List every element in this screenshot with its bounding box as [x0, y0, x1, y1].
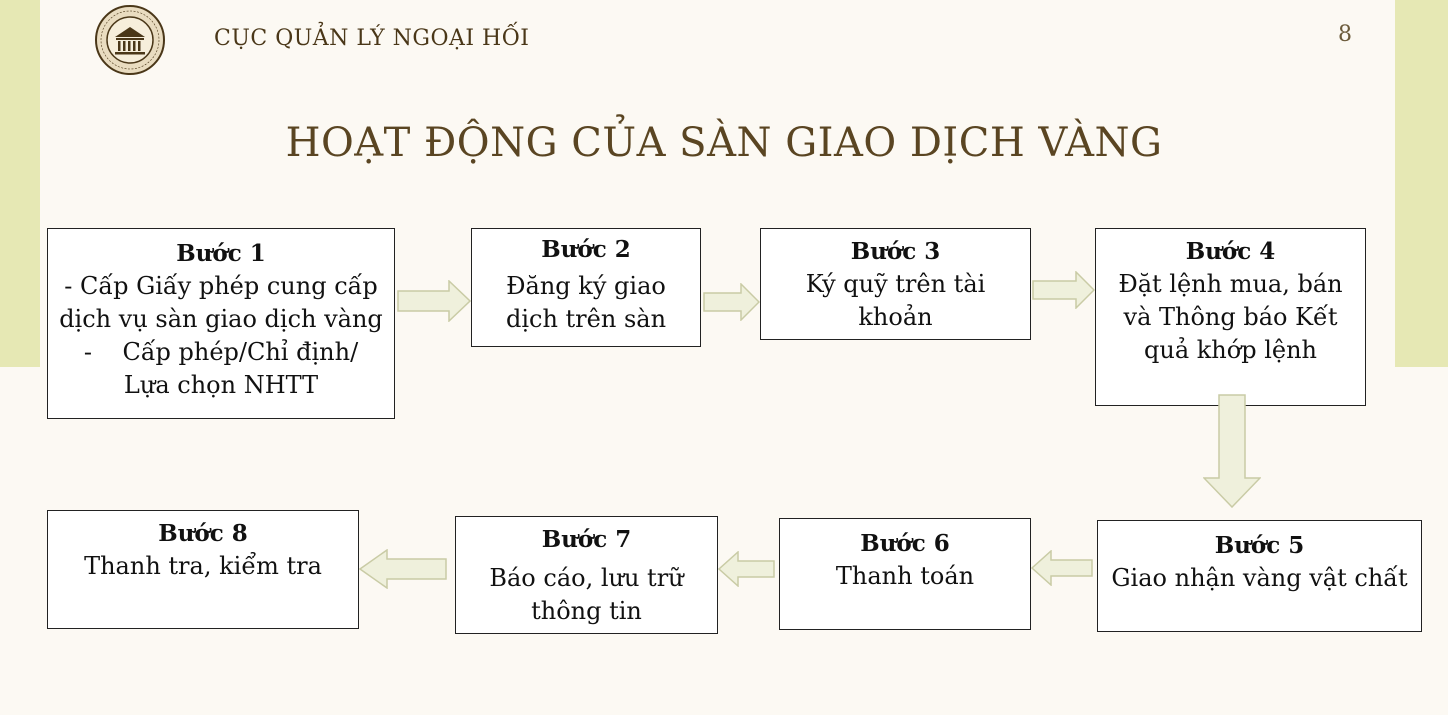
state-bank-logo [95, 5, 165, 75]
step-2-box: Bước 2 Đăng ký giao dịch trên sàn [471, 228, 701, 347]
right-accent-band [1395, 0, 1448, 367]
arrow-left-6-7 [718, 551, 775, 587]
step-8-line-1: Thanh tra, kiểm tra [84, 552, 322, 580]
arrow-right-2-3 [703, 283, 760, 321]
step-6-box: Bước 6 Thanh toán [779, 518, 1031, 630]
step-1-line-1: - Cấp Giấy phép cung cấp [64, 272, 378, 300]
step-1-heading: Bước 1 [176, 240, 266, 267]
step-3-box: Bước 3 Ký quỹ trên tài khoản [760, 228, 1031, 340]
step-4-box: Bước 4 Đặt lệnh mua, bán và Thông báo Kế… [1095, 228, 1366, 406]
step-4-line-2: và Thông báo Kết [1123, 303, 1338, 331]
step-1-line-2: dịch vụ sàn giao dịch vàng [59, 305, 383, 333]
arrow-down-4-5 [1203, 394, 1261, 508]
step-7-heading: Bước 7 [541, 526, 632, 553]
step-7-line-2: thông tin [531, 597, 642, 625]
step-7-box: Bước 7 Báo cáo, lưu trữ thông tin [455, 516, 718, 634]
step-3-line-1: Ký quỹ trên tài [805, 270, 986, 298]
step-8-box: Bước 8 Thanh tra, kiểm tra [47, 510, 359, 629]
step-1-line-3: - Cấp phép/Chỉ định/ [83, 338, 359, 366]
slide-title: HOẠT ĐỘNG CỦA SÀN GIAO DỊCH VÀNG [285, 120, 1163, 166]
step-7-line-1: Báo cáo, lưu trữ [489, 564, 684, 592]
step-6-line-1: Thanh toán [835, 562, 975, 590]
step-6-heading: Bước 6 [860, 530, 950, 557]
step-1-box: Bước 1 - Cấp Giấy phép cung cấp dịch vụ … [47, 228, 395, 419]
step-5-line-1: Giao nhận vàng vật chất [1111, 564, 1408, 592]
step-4-line-1: Đặt lệnh mua, bán [1118, 270, 1343, 298]
left-accent-band [0, 0, 40, 367]
step-1-line-4: Lựa chọn NHTT [123, 371, 319, 399]
step-2-heading: Bước 2 [541, 236, 631, 263]
step-5-box: Bước 5 Giao nhận vàng vật chất [1097, 520, 1422, 632]
step-5-heading: Bước 5 [1214, 532, 1305, 559]
arrow-left-7-8 [359, 549, 447, 589]
step-2-line-2: dịch trên sàn [505, 305, 667, 333]
step-4-heading: Bước 4 [1185, 238, 1276, 265]
step-4-line-3: quả khớp lệnh [1144, 336, 1317, 364]
arrow-left-5-6 [1031, 550, 1093, 586]
arrow-right-1-2 [397, 280, 471, 322]
step-3-line-2: khoản [858, 303, 933, 331]
arrow-right-3-4 [1032, 271, 1095, 309]
step-8-heading: Bước 8 [158, 520, 248, 547]
organization-name: CỤC QUẢN LÝ NGOẠI HỐI [214, 26, 530, 51]
page-number: 8 [1338, 22, 1352, 47]
step-3-heading: Bước 3 [850, 238, 941, 265]
step-2-line-1: Đăng ký giao [506, 272, 666, 300]
